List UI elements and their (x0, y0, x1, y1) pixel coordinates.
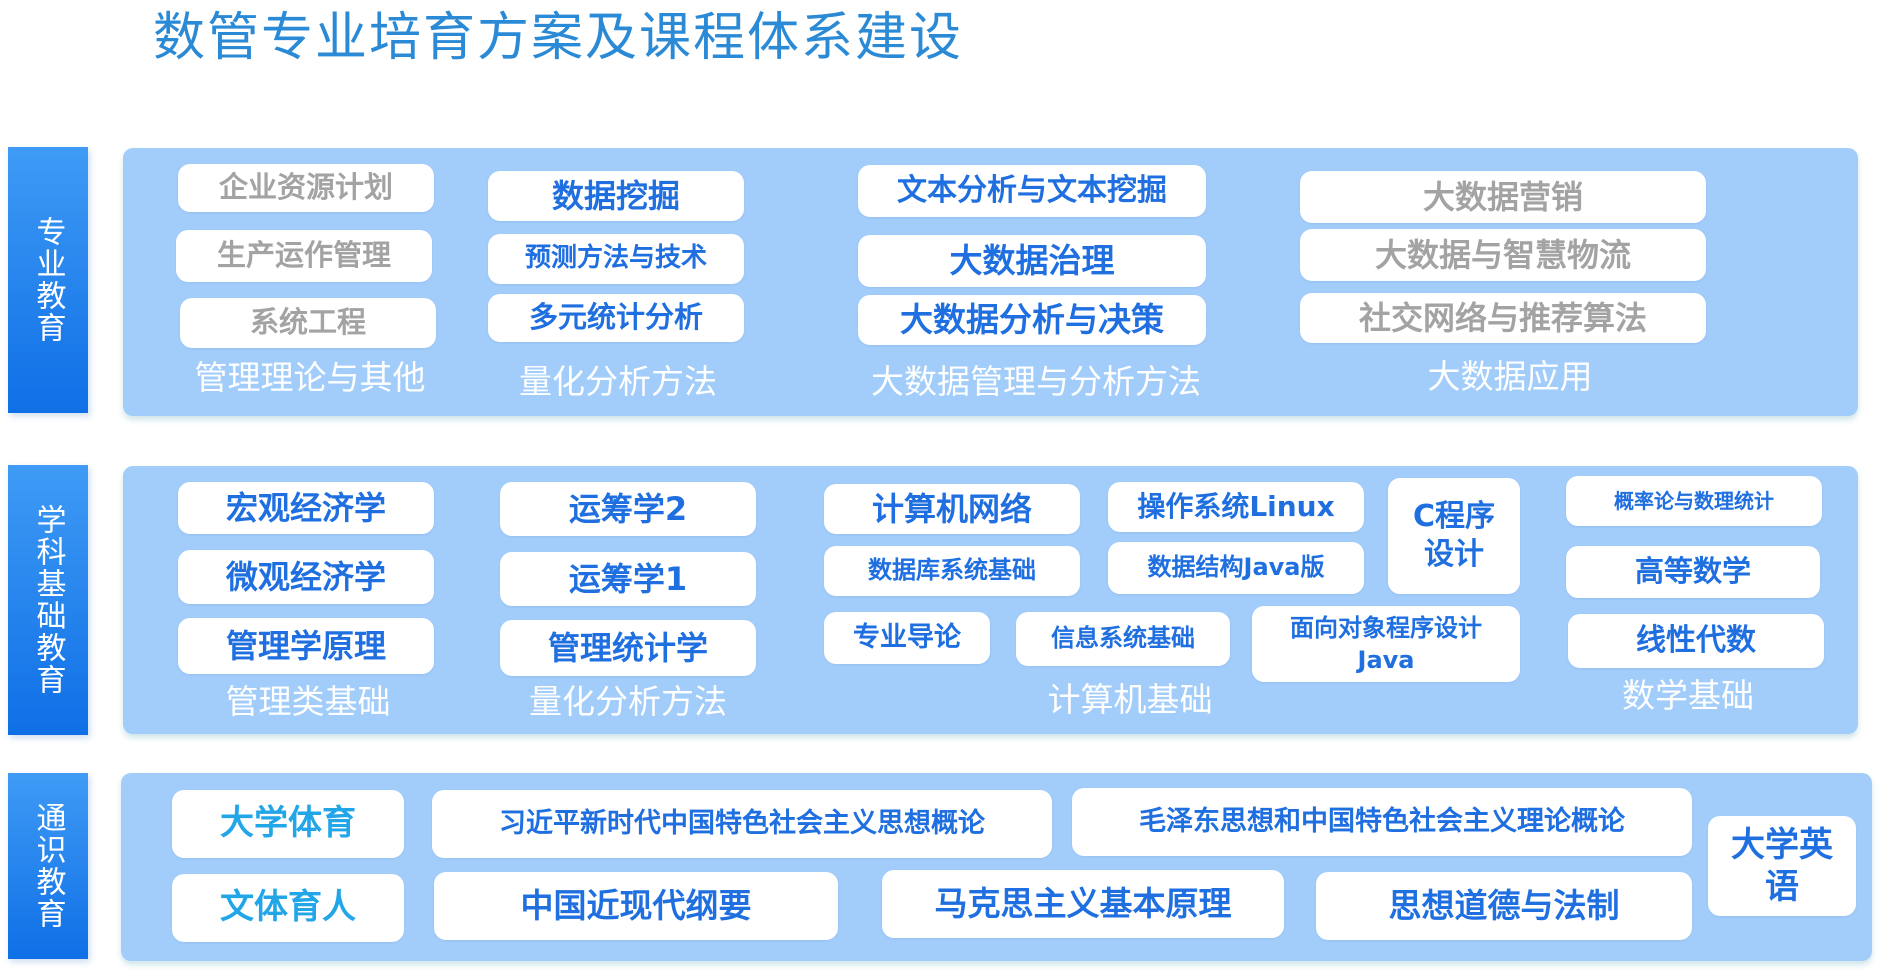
course-box: 线性代数 (1568, 614, 1824, 668)
course-box: 预测方法与技术 (488, 234, 744, 284)
course-box: 宏观经济学 (178, 482, 434, 534)
course-box: C程序设计 (1388, 478, 1520, 594)
course-box: 数据挖掘 (488, 171, 744, 221)
course-box: 高等数学 (1566, 546, 1820, 598)
course-box: 信息系统基础 (1016, 612, 1230, 666)
course-box: 运筹学1 (500, 552, 756, 606)
course-box: 马克思主义基本原理 (882, 870, 1284, 938)
course-box: 企业资源计划 (178, 164, 434, 212)
category-label: 管理理论与其他 (194, 358, 426, 397)
course-box: 中国近现代纲要 (434, 872, 838, 940)
category-label: 大数据管理与分析方法 (871, 362, 1201, 401)
course-box: 习近平新时代中国特色社会主义思想概论 (432, 790, 1052, 858)
course-box: 运筹学2 (500, 482, 756, 536)
page-title: 数管专业培育方案及课程体系建设 (153, 8, 964, 68)
course-box: 文本分析与文本挖掘 (858, 165, 1206, 217)
category-label: 量化分析方法 (529, 682, 727, 721)
section-label-foundation: 学科基础教育 (8, 465, 88, 735)
course-box: 数据库系统基础 (824, 546, 1080, 596)
section-label-professional: 专业教育 (8, 147, 88, 413)
course-box: 面向对象程序设计Java (1252, 606, 1520, 682)
course-box: 大学英语 (1708, 816, 1856, 916)
category-label: 管理类基础 (225, 682, 391, 721)
course-box: 操作系统Linux (1108, 482, 1364, 532)
course-box: 思想道德与法制 (1316, 872, 1692, 940)
course-box: 大数据治理 (858, 235, 1206, 287)
category-label: 大数据应用 (1427, 357, 1593, 396)
course-box: 毛泽东思想和中国特色社会主义理论概论 (1072, 788, 1692, 856)
course-box: 微观经济学 (178, 550, 434, 604)
category-label: 数学基础 (1622, 676, 1754, 715)
course-box: 社交网络与推荐算法 (1300, 293, 1706, 343)
course-box: 多元统计分析 (488, 294, 744, 342)
section-label-general: 通识教育 (8, 773, 88, 959)
course-box: 概率论与数理统计 (1566, 476, 1822, 526)
category-label: 计算机基础 (1047, 680, 1213, 719)
course-box: 管理学原理 (178, 618, 434, 674)
course-box: 专业导论 (824, 612, 990, 664)
course-box: 系统工程 (180, 298, 436, 348)
course-box: 文体育人 (172, 874, 404, 942)
course-box: 大学体育 (172, 790, 404, 858)
course-box: 数据结构Java版 (1108, 542, 1364, 594)
course-box: 大数据营销 (1300, 171, 1706, 223)
category-label: 量化分析方法 (519, 362, 717, 401)
course-box: 生产运作管理 (176, 230, 432, 282)
course-box: 大数据分析与决策 (858, 295, 1206, 345)
course-box: 计算机网络 (824, 484, 1080, 534)
course-box: 管理统计学 (500, 620, 756, 676)
course-box: 大数据与智慧物流 (1300, 229, 1706, 281)
